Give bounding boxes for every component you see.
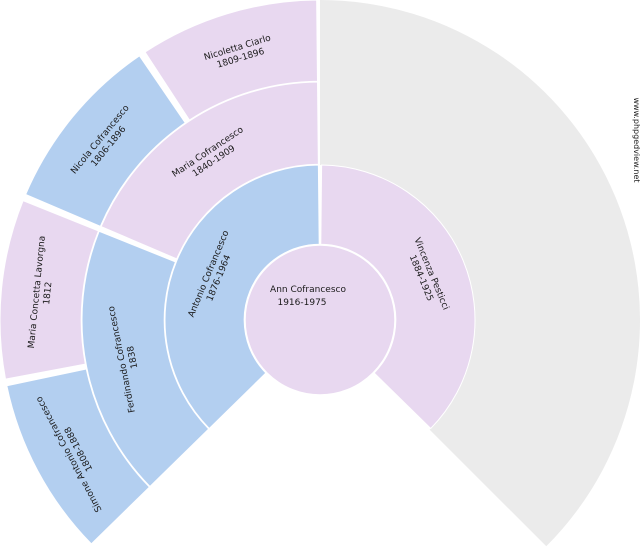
person-segment-ggf-2[interactable]: [25, 55, 186, 227]
person-segment-ggm-2[interactable]: [144, 0, 319, 121]
person-segment-ggm-1[interactable]: [0, 199, 100, 380]
person-segment-ggf-1[interactable]: [6, 368, 151, 545]
unknown-maternal-ancestors-area: [320, 0, 640, 547]
person-segment-pat-grandfather[interactable]: [81, 230, 210, 488]
person-root-circle[interactable]: [244, 244, 396, 396]
site-watermark: www.phpgedview.net: [632, 97, 640, 182]
person-segment-father[interactable]: [164, 164, 320, 430]
person-segment-pat-grandmother[interactable]: [100, 81, 319, 260]
person-segment-mother[interactable]: [320, 164, 476, 430]
